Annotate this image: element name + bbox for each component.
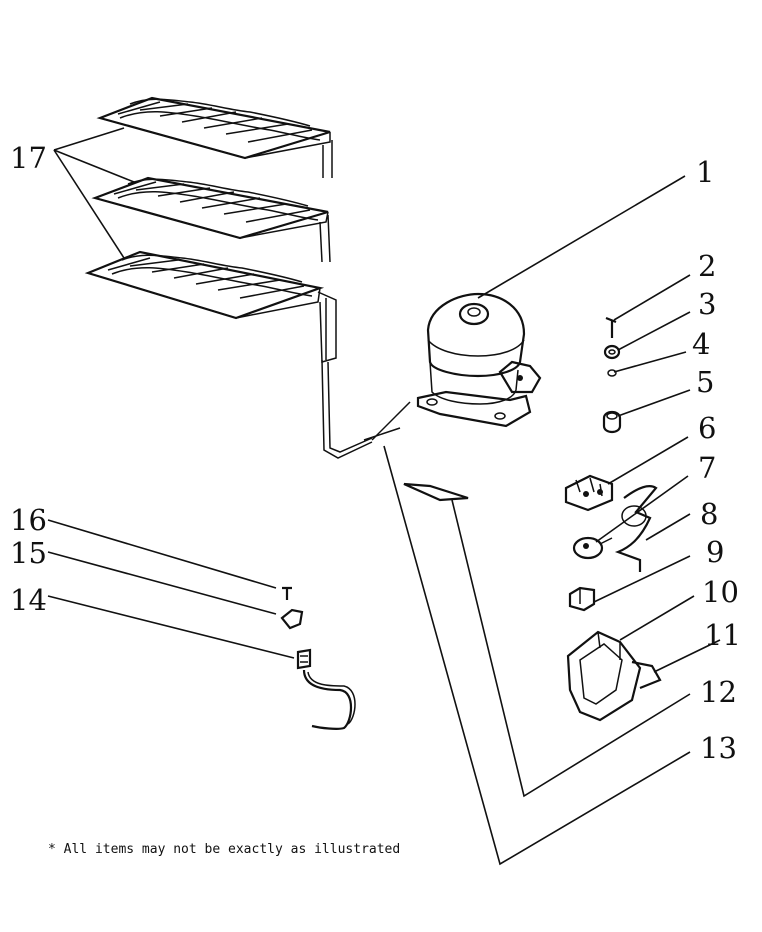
part-10-cover <box>566 630 642 722</box>
callout-17: 17 <box>10 141 47 175</box>
callout-11: 11 <box>704 618 741 652</box>
part-2-clip <box>605 316 617 338</box>
evaporator-shelf-bottom <box>84 250 337 363</box>
evaporator-shelves <box>84 96 411 459</box>
part-3-grommet <box>603 344 621 360</box>
callout-8: 8 <box>700 497 718 531</box>
callout-13: 13 <box>700 731 737 765</box>
disclaimer-note: * All items may not be exactly as illust… <box>48 842 400 857</box>
part-5-bushing <box>602 410 622 434</box>
callout-6: 6 <box>698 411 716 445</box>
callout-4: 4 <box>692 327 710 361</box>
part-4-washer <box>607 369 617 377</box>
part-6-relay <box>564 474 614 512</box>
callout-3: 3 <box>698 287 716 321</box>
part-14-cord <box>296 648 356 730</box>
callout-5: 5 <box>696 365 714 399</box>
leader-lines <box>47 127 721 866</box>
evaporator-shelf-middle <box>91 176 331 263</box>
compressor <box>416 292 542 428</box>
callout-10: 10 <box>702 575 739 609</box>
part-16-screw <box>282 586 292 600</box>
part-7-overload <box>572 536 613 560</box>
part-9-capacitor <box>568 586 596 612</box>
callout-14: 14 <box>10 583 47 617</box>
evaporator-shelf-top <box>96 96 333 178</box>
callout-1: 1 <box>696 155 714 189</box>
callout-15: 15 <box>10 536 47 570</box>
part-8-clip <box>614 485 658 572</box>
part-11-bracket <box>631 660 662 690</box>
callout-12: 12 <box>700 675 737 709</box>
callout-2: 2 <box>698 249 716 283</box>
drier-tube <box>403 482 469 502</box>
evaporator-tubing <box>321 359 411 459</box>
callout-7: 7 <box>698 451 716 485</box>
callout-9: 9 <box>706 535 724 569</box>
part-15-clip <box>280 608 304 630</box>
callout-16: 16 <box>10 503 47 537</box>
